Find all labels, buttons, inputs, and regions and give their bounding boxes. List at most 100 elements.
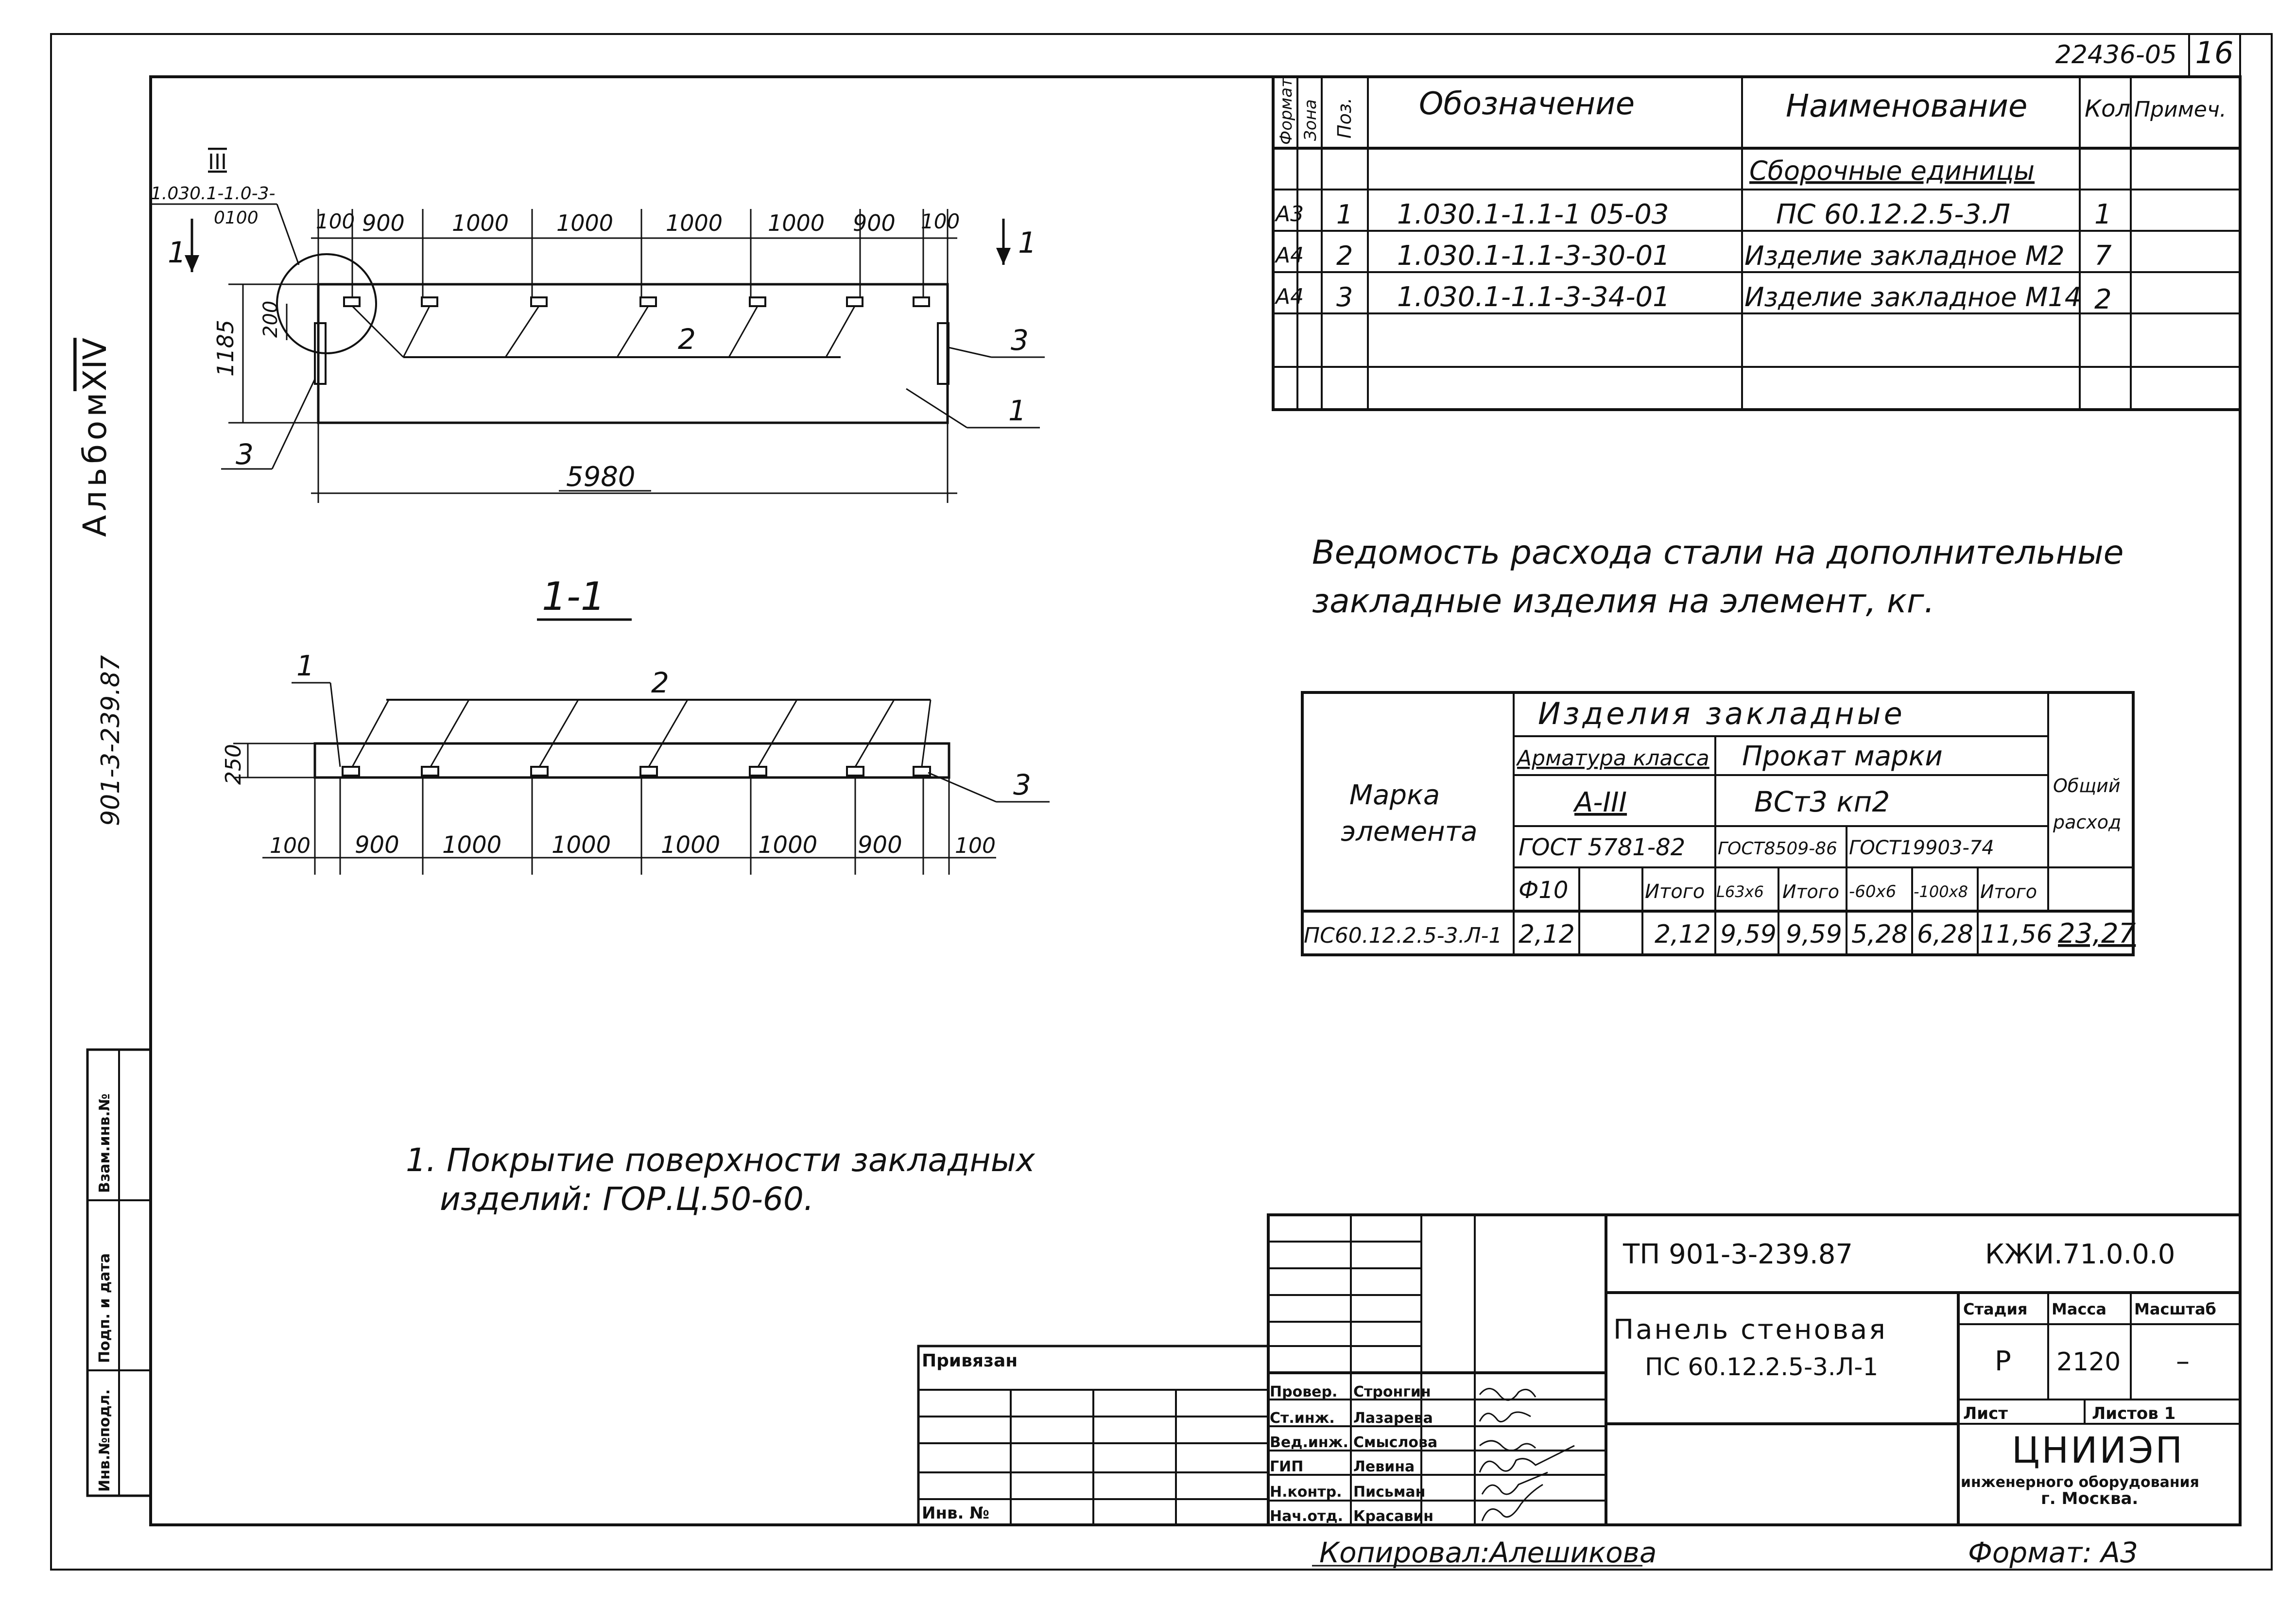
plan-pos-1: 1 (1008, 394, 1026, 427)
stage-value: Р (1995, 1346, 2011, 1377)
section-dim-7: 900 (858, 831, 902, 859)
steel-total-header-2: расход (2053, 812, 2121, 833)
copied-by: Копировал:Алешикова (1319, 1536, 1657, 1569)
steel-gost-1: ГОСТ8509-86 (1718, 839, 1837, 859)
steel-title-line1: Ведомость расхода стали на дополнительны… (1312, 534, 2124, 572)
sheets-header: Листов 1 (2092, 1404, 2175, 1423)
section-pos-3: 3 (1013, 768, 1031, 801)
signer-role-3: Вед.инж. (1270, 1434, 1348, 1451)
steel-val-grand-total: 23,27 (2058, 918, 2136, 950)
section-dim-5: 1000 (661, 831, 720, 859)
signer-role-2: Ст.инж. (1270, 1410, 1335, 1427)
signer-role-4: ГИП (1270, 1458, 1303, 1475)
plan-length-5980: 5980 (566, 461, 636, 493)
steel-sub-total-2: Итого (1782, 881, 1839, 902)
plan-dim-7: 900 (853, 210, 896, 236)
format-label: Формат: А3 (1968, 1536, 2138, 1569)
signer-name-2: Лазарева (1353, 1410, 1433, 1427)
section-dim-2: 900 (355, 831, 399, 859)
section-dim-3: 1000 (442, 831, 501, 859)
project-number: ТП 901-3-239.87 (1623, 1239, 1853, 1270)
steel-rebar-class: Арматура класса (1516, 746, 1709, 771)
plan-dim-1: 100 (316, 209, 355, 233)
steel-table: Марка элемента Изделия закладные Арматур… (1301, 691, 2136, 956)
note-line1: 1. Покрытие поверхности закладных (406, 1141, 1036, 1179)
section-pos-1: 1 (296, 649, 314, 682)
callout-ref-1: 1.030.1-1.0-3- (151, 184, 276, 204)
plan-dim-8: 100 (921, 209, 960, 233)
steel-rolled-header: Прокат марки (1742, 741, 1943, 772)
section-dim-8: 100 (955, 833, 996, 858)
steel-val-total-2: 9,59 (1786, 920, 1842, 949)
steel-gost-rebar: ГОСТ 5781-82 (1519, 834, 1685, 861)
steel-row-mark: ПС60.12.2.5-3.Л-1 (1304, 923, 1502, 948)
spec-row-1-name: ПС 60.12.2.5-3.Л (1776, 199, 2010, 230)
album-label-group: Альбом XIV (76, 338, 114, 537)
steel-val-d10: 2,12 (1519, 920, 1575, 949)
steel-embedded-header: Изделия закладные (1538, 696, 1905, 731)
plan-dim-3: 1000 (452, 210, 509, 236)
note-line2: изделий: ГОР.Ц.50-60. (440, 1180, 814, 1218)
plan-height-200: 200 (259, 301, 282, 338)
spec-row-2-qty: 7 (2094, 240, 2112, 272)
section-title: 1-1 (542, 574, 605, 619)
signatures (1479, 1388, 1575, 1521)
side-code-group: 901-3-239.87 (96, 655, 125, 826)
org-name: ЦНИИЭП (2012, 1430, 2184, 1471)
outer-frame (50, 33, 2273, 1571)
title-block: Привязан Инв. № (917, 1213, 2242, 1526)
steel-val-total-3: 11,56 (1980, 920, 2053, 949)
spec-row-1-format: А3 (1274, 202, 1304, 226)
plan-dim-5: 1000 (666, 210, 723, 236)
section-mark-left: 1 (168, 236, 186, 270)
section-dim-6: 1000 (758, 831, 817, 859)
spec-header-zone: Зона (1301, 99, 1320, 141)
section-dim-4: 1000 (552, 831, 611, 859)
section-height-250: 250 (221, 744, 246, 785)
signer-name-4: Левина (1353, 1458, 1415, 1475)
callout-roman: III (208, 150, 227, 174)
spec-row-2-format: А4 (1274, 243, 1304, 268)
spec-row-3-format: А4 (1274, 284, 1304, 309)
drawing-code: КЖИ.71.0.0.0 (1985, 1239, 2175, 1270)
steel-val-angle: 9,59 (1720, 920, 1777, 949)
title-name-line2: ПС 60.12.2.5-3.Л-1 (1645, 1353, 1878, 1381)
section-mark-right: 1 (1018, 226, 1036, 260)
side-code: 901-3-239.87 (96, 655, 125, 826)
steel-val-strip-100: 6,28 (1917, 920, 1973, 949)
steel-sub-strip-100: -100x8 (1914, 882, 1968, 901)
stamp-sign-date: Подп. и дата (96, 1253, 113, 1363)
spec-row-3-name: Изделие закладное М14 (1744, 282, 2081, 312)
spec-header-designation: Обозначение (1419, 86, 1635, 122)
signer-name-6: Красавин (1353, 1508, 1433, 1525)
spec-row-1-qty: 1 (2094, 199, 2112, 230)
mass-value: 2120 (2056, 1348, 2121, 1377)
plan-pos-3-left: 3 (236, 438, 254, 471)
stage-header: Стадия (1963, 1300, 2027, 1318)
signer-name-3: Смыслова (1353, 1434, 1437, 1451)
steel-total-header-1: Общий (2053, 775, 2121, 796)
plan-height-1185: 1185 (212, 320, 239, 377)
attached-label: Привязан (922, 1351, 1018, 1371)
signer-role-1: Провер. (1270, 1383, 1337, 1400)
spec-row-1-pos: 1 (1336, 199, 1353, 230)
plan-view: 2 III 1.030.1-1.0-3- 0100 1 1 100 900 10 (151, 150, 1045, 503)
org-city: г. Москва. (2041, 1489, 2138, 1508)
sheet-number: 16 (2195, 35, 2234, 70)
spec-header-note: Примеч. (2134, 97, 2227, 122)
steel-sub-d10: Ф10 (1519, 877, 1568, 904)
spec-row-1-designation: 1.030.1-1.1-1 05-03 (1397, 199, 1669, 230)
spec-row-2-pos: 2 (1336, 241, 1353, 271)
album-roman: XIV (76, 338, 114, 391)
spec-header-pos: Поз. (1334, 98, 1355, 138)
plan-pos-2: 2 (678, 323, 696, 356)
steel-title-line2: закладные изделия на элемент, кг. (1312, 582, 1934, 621)
album-label: Альбом (76, 389, 114, 537)
spec-group-title: Сборочные единицы (1749, 156, 2035, 186)
scale-value: – (2176, 1346, 2190, 1377)
stamp-replaced-inv: Взам.инв.№ (96, 1093, 113, 1193)
sheet-header: Лист (1963, 1404, 2008, 1423)
steel-rolled-grade: ВСт3 кп2 (1754, 785, 1890, 818)
steel-mark-header-1: Марка (1349, 779, 1440, 811)
